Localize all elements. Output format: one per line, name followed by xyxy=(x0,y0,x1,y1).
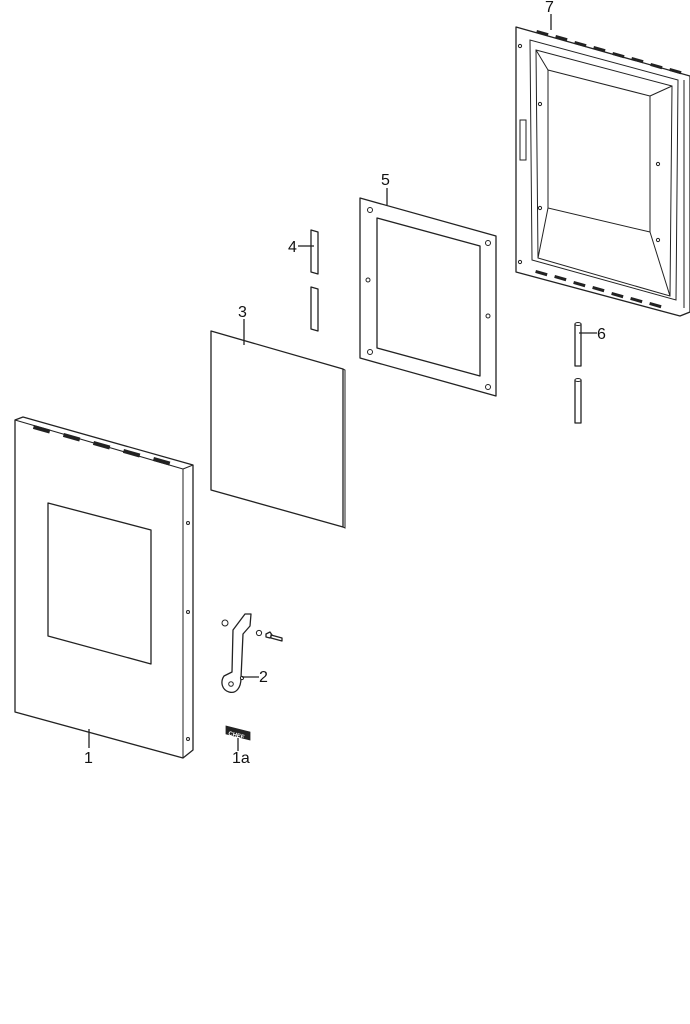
callout-4: 4 xyxy=(288,239,297,256)
badge-text: CHEF xyxy=(228,731,246,741)
part-1-outer-door-panel xyxy=(14,416,194,759)
part-4-spacers xyxy=(310,229,319,332)
part-5-retainer-frame xyxy=(359,197,497,397)
callout-1a: 1a xyxy=(232,750,250,767)
callout-3: 3 xyxy=(238,304,247,321)
callout-7: 7 xyxy=(545,0,554,16)
callout-5: 5 xyxy=(381,172,390,189)
part-3-glass-panel xyxy=(210,330,346,529)
part-7-inner-frame xyxy=(515,26,690,317)
part-6-trim-pieces xyxy=(574,322,582,424)
callout-1: 1 xyxy=(84,750,93,767)
callout-2: 2 xyxy=(259,669,268,686)
callout-6: 6 xyxy=(597,326,606,343)
part-1a-badge: CHEF xyxy=(225,725,251,741)
part-2-hinge-bracket xyxy=(221,613,283,694)
